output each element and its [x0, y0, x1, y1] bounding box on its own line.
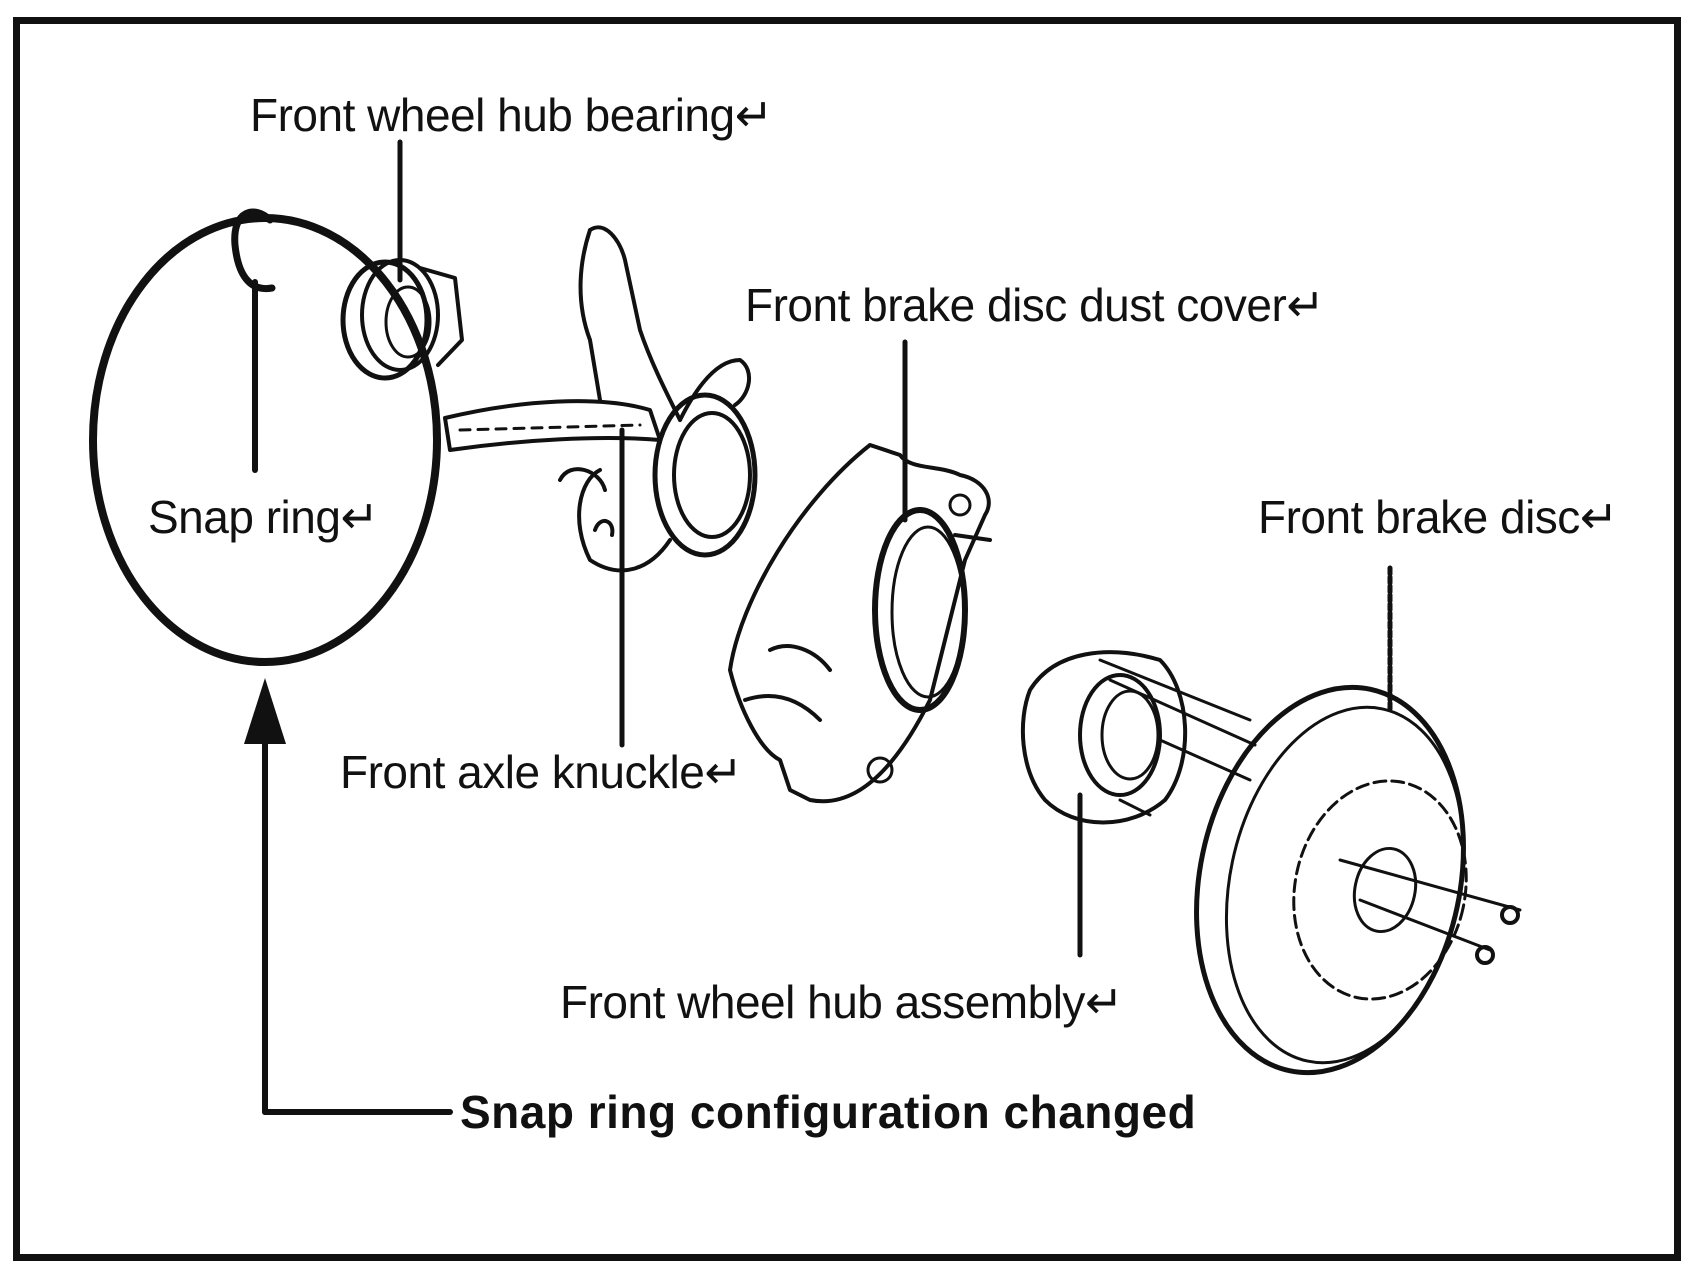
label-dust-cover: Front brake disc dust cover↵ — [745, 279, 1325, 331]
diagram-frame — [13, 17, 1681, 1261]
label-snap-ring: Snap ring↵ — [148, 491, 379, 543]
label-config-changed: Snap ring configuration changed — [460, 1086, 1197, 1138]
dust-cover-part — [728, 443, 992, 804]
brake-disc-part — [1194, 684, 1522, 1076]
hub-bearing-part — [340, 139, 464, 381]
label-axle-knuckle: Front axle knuckle↵ — [340, 746, 743, 798]
snap-ring-c-shape — [231, 208, 276, 293]
snap-ring-detail — [89, 208, 441, 666]
label-hub-assembly: Front wheel hub assembly↵ — [560, 976, 1123, 1028]
label-brake-disc: Front brake disc↵ — [1258, 491, 1618, 543]
detail-oval — [89, 214, 441, 666]
config-changed-arrow — [244, 678, 453, 1115]
label-hub-bearing: Front wheel hub bearing↵ — [250, 89, 773, 141]
axle-knuckle-part — [443, 225, 758, 573]
